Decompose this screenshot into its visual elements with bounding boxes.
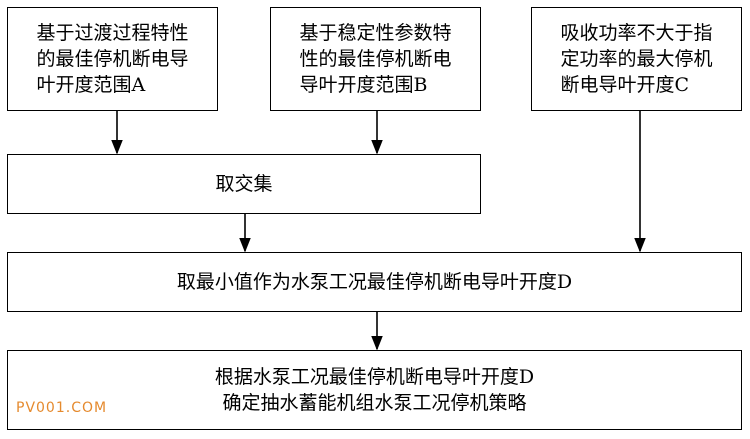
- box-range-b-text: 基于稳定性参数特 性的最佳停机断电 导叶开度范围B: [299, 22, 452, 96]
- watermark-text: PV001.COM: [16, 400, 108, 416]
- box-intersection: 取交集: [7, 154, 481, 214]
- box-range-b: 基于稳定性参数特 性的最佳停机断电 导叶开度范围B: [270, 7, 481, 111]
- box-range-a: 基于过渡过程特性 的最佳停机断电导 叶开度范围A: [7, 7, 218, 111]
- box-max-opening-c-text: 吸收功率不大于指 定功率的最大停机 断电导叶开度C: [560, 22, 713, 96]
- box-max-opening-c: 吸收功率不大于指 定功率的最大停机 断电导叶开度C: [531, 7, 742, 111]
- box-min-value-d: 取最小值作为水泵工况最佳停机断电导叶开度D: [7, 252, 742, 312]
- box-range-a-text: 基于过渡过程特性 的最佳停机断电导 叶开度范围A: [36, 22, 189, 96]
- box-min-value-d-text: 取最小值作为水泵工况最佳停机断电导叶开度D: [176, 271, 573, 293]
- box-final-strategy-text: 根据水泵工况最佳停机断电导叶开度D 确定抽水蓄能机组水泵工况停机策略: [214, 366, 535, 414]
- box-intersection-text: 取交集: [215, 173, 273, 195]
- box-final-strategy: 根据水泵工况最佳停机断电导叶开度D 确定抽水蓄能机组水泵工况停机策略: [7, 350, 742, 430]
